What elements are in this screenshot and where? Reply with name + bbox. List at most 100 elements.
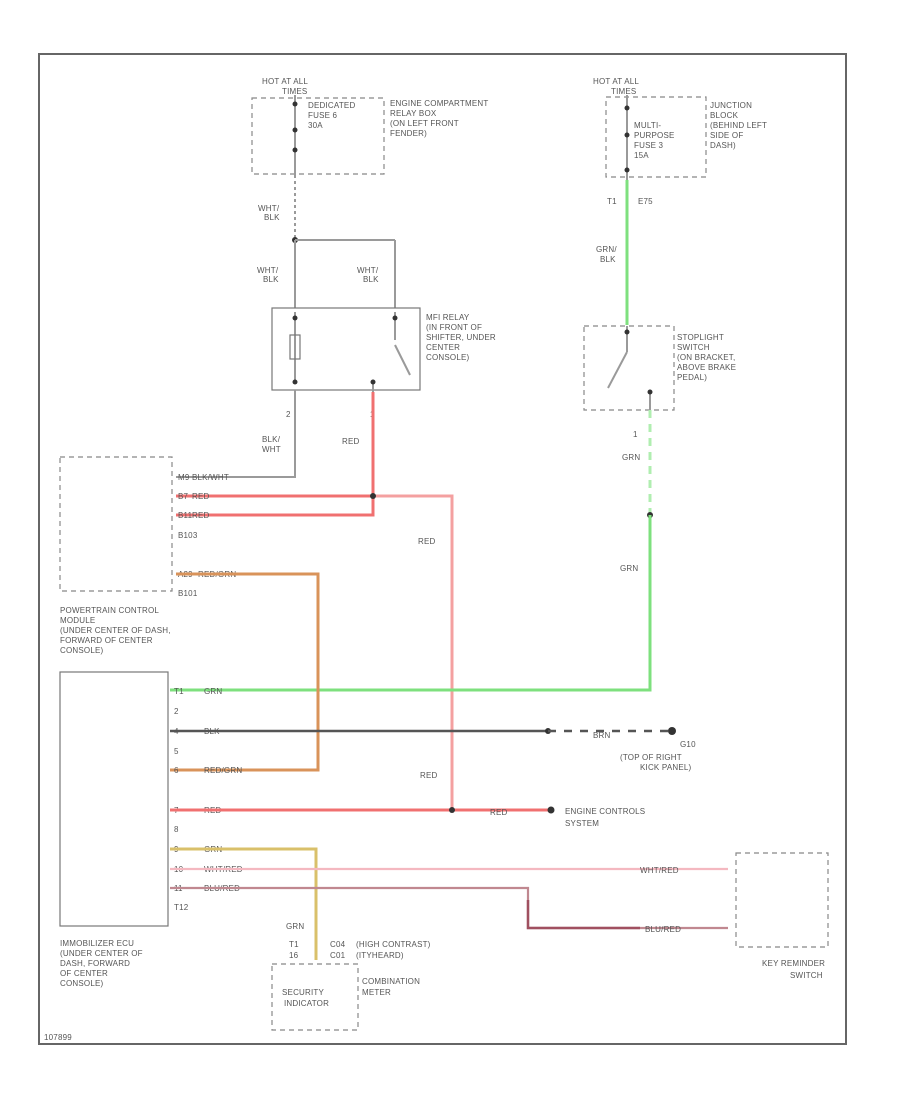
svg-text:MODULE: MODULE [60, 616, 95, 625]
wire-label-blu-red: BLU/RED [645, 925, 681, 934]
wire-label-red-3: RED [420, 771, 438, 780]
engine-controls-label: ENGINE CONTROLS [565, 807, 645, 816]
svg-text:5: 5 [174, 747, 179, 756]
wire-label-wht-red: WHT/RED [640, 866, 679, 875]
hot-at-all-times-label: HOT AT ALL [262, 77, 308, 86]
times-label: TIMES [282, 87, 307, 96]
security-note: (HIGH CONTRAST) [356, 940, 431, 949]
svg-text:RED/GRN: RED/GRN [204, 766, 242, 775]
wire-label-red-2: RED [418, 537, 436, 546]
svg-text:1: 1 [633, 430, 638, 439]
svg-text:CENTER: CENTER [426, 343, 460, 352]
svg-text:SYSTEM: SYSTEM [565, 819, 599, 828]
svg-text:(ON LEFT FRONT: (ON LEFT FRONT [390, 119, 459, 128]
wire-label-wht-blk-3: WHT/ [357, 266, 379, 275]
svg-text:CONSOLE): CONSOLE) [60, 979, 104, 988]
svg-text:FORWARD OF CENTER: FORWARD OF CENTER [60, 636, 153, 645]
svg-text:E75: E75 [638, 197, 653, 206]
key-reminder-label: KEY REMINDER [762, 959, 825, 968]
stoplight-switch: STOPLIGHT SWITCH (ON BRACKET, ABOVE BRAK… [583, 325, 736, 411]
svg-text:RELAY BOX: RELAY BOX [390, 109, 437, 118]
svg-text:WHT: WHT [262, 445, 281, 454]
relay-box-label: ENGINE COMPARTMENT [390, 99, 488, 108]
stoplight-switch-label: STOPLIGHT [677, 333, 724, 342]
key-reminder-switch: KEY REMINDER SWITCH [735, 852, 829, 980]
svg-text:RED: RED [192, 492, 210, 501]
svg-text:2: 2 [174, 707, 179, 716]
svg-text:(UNDER CENTER OF DASH,: (UNDER CENTER OF DASH, [60, 626, 171, 635]
svg-text:8: 8 [174, 825, 179, 834]
svg-text:RED: RED [192, 511, 210, 520]
wire-red-to-immobilizer [373, 494, 454, 810]
svg-text:15A: 15A [634, 151, 649, 160]
svg-text:BLK/WHT: BLK/WHT [192, 473, 229, 482]
svg-text:(IN FRONT OF: (IN FRONT OF [426, 323, 482, 332]
pcm-label: POWERTRAIN CONTROL [60, 606, 159, 615]
wire-label-grn-1: GRN [622, 453, 640, 462]
svg-text:(BEHIND LEFT: (BEHIND LEFT [710, 121, 767, 130]
immobilizer-label: IMMOBILIZER ECU [60, 939, 134, 948]
svg-text:BLK: BLK [600, 255, 616, 264]
wire-label-wht-blk-2: WHT/ [257, 266, 279, 275]
svg-text:TIMES: TIMES [611, 87, 636, 96]
combination-meter: T1 16 C04 C01 (HIGH CONTRAST) (ITYHEARD)… [271, 940, 431, 1031]
svg-text:PURPOSE: PURPOSE [634, 131, 675, 140]
immobilizer-ecu: T1 GRN 2 4 BLK 5 6 RED/GRN 7 RED 8 9 GRN… [59, 671, 243, 988]
svg-text:GRN: GRN [204, 687, 222, 696]
svg-text:DEDICATED: DEDICATED [308, 101, 355, 110]
svg-text:ABOVE BRAKE: ABOVE BRAKE [677, 363, 736, 372]
hot-at-all-times-label-right: HOT AT ALL [593, 77, 639, 86]
svg-text:6: 6 [174, 766, 179, 775]
svg-text:OF CENTER: OF CENTER [60, 969, 108, 978]
svg-text:T1: T1 [607, 197, 617, 206]
mfi-relay-label: MFI RELAY [426, 313, 470, 322]
svg-text:SWITCH: SWITCH [790, 971, 823, 980]
svg-text:KICK PANEL): KICK PANEL) [640, 763, 692, 772]
security-indicator-label: SECURITY [282, 988, 325, 997]
svg-text:T1: T1 [174, 687, 184, 696]
svg-text:C04: C04 [330, 940, 346, 949]
svg-text:2: 2 [286, 410, 291, 419]
svg-text:FUSE 6: FUSE 6 [308, 111, 338, 120]
wire-label-grn-blk: GRN/ [596, 245, 617, 254]
wire-label-red-4: RED [490, 808, 508, 817]
svg-text:B7: B7 [178, 492, 189, 501]
svg-text:SIDE OF: SIDE OF [710, 131, 743, 140]
wire-label-wht-blk-1: WHT/ [258, 204, 280, 213]
diagram-frame [38, 53, 847, 1045]
diagram-id: 107899 [44, 1033, 72, 1042]
wire-red-relay-to-pcm [176, 392, 375, 517]
svg-text:DASH): DASH) [710, 141, 736, 150]
svg-text:BLOCK: BLOCK [710, 111, 739, 120]
svg-text:METER: METER [362, 988, 391, 997]
wire-blk-wht [176, 390, 296, 478]
svg-text:(TOP OF RIGHT: (TOP OF RIGHT [620, 753, 682, 762]
engine-controls-connector-icon [547, 806, 555, 814]
wire-grn-security [170, 847, 318, 960]
wire-label-red-1: RED [342, 437, 360, 446]
wire-label-grn-3: GRN [286, 922, 304, 931]
svg-text:16: 16 [289, 951, 299, 960]
svg-text:B103: B103 [178, 531, 198, 540]
svg-text:SWITCH: SWITCH [677, 343, 710, 352]
ground-g10-icon [668, 727, 676, 735]
svg-text:(ON BRACKET,: (ON BRACKET, [677, 353, 735, 362]
svg-text:BLK: BLK [263, 275, 279, 284]
svg-text:FUSE 3: FUSE 3 [634, 141, 664, 150]
svg-text:T1: T1 [289, 940, 299, 949]
junction-block-label: JUNCTION [710, 101, 752, 110]
mfi-relay: MFI RELAY (IN FRONT OF SHIFTER, UNDER CE… [271, 307, 496, 395]
svg-text:M9: M9 [178, 473, 190, 482]
svg-text:B11: B11 [178, 511, 193, 520]
svg-text:C01: C01 [330, 951, 346, 960]
ground-wire-label: BRN [593, 731, 611, 740]
svg-text:CONSOLE): CONSOLE) [60, 646, 104, 655]
junction-block: HOT AT ALL TIMES MULTI- PURPOSE FUSE 3 1… [593, 77, 767, 180]
wire-blu-red [170, 886, 728, 930]
powertrain-control-module: M9 BLK/WHT B7 RED B11 RED B103 A29 RED/G… [59, 456, 236, 655]
svg-text:30A: 30A [308, 121, 323, 130]
wire-label-grn-2: GRN [620, 564, 638, 573]
svg-text:B101: B101 [178, 589, 198, 598]
svg-text:(UNDER CENTER OF: (UNDER CENTER OF [60, 949, 143, 958]
